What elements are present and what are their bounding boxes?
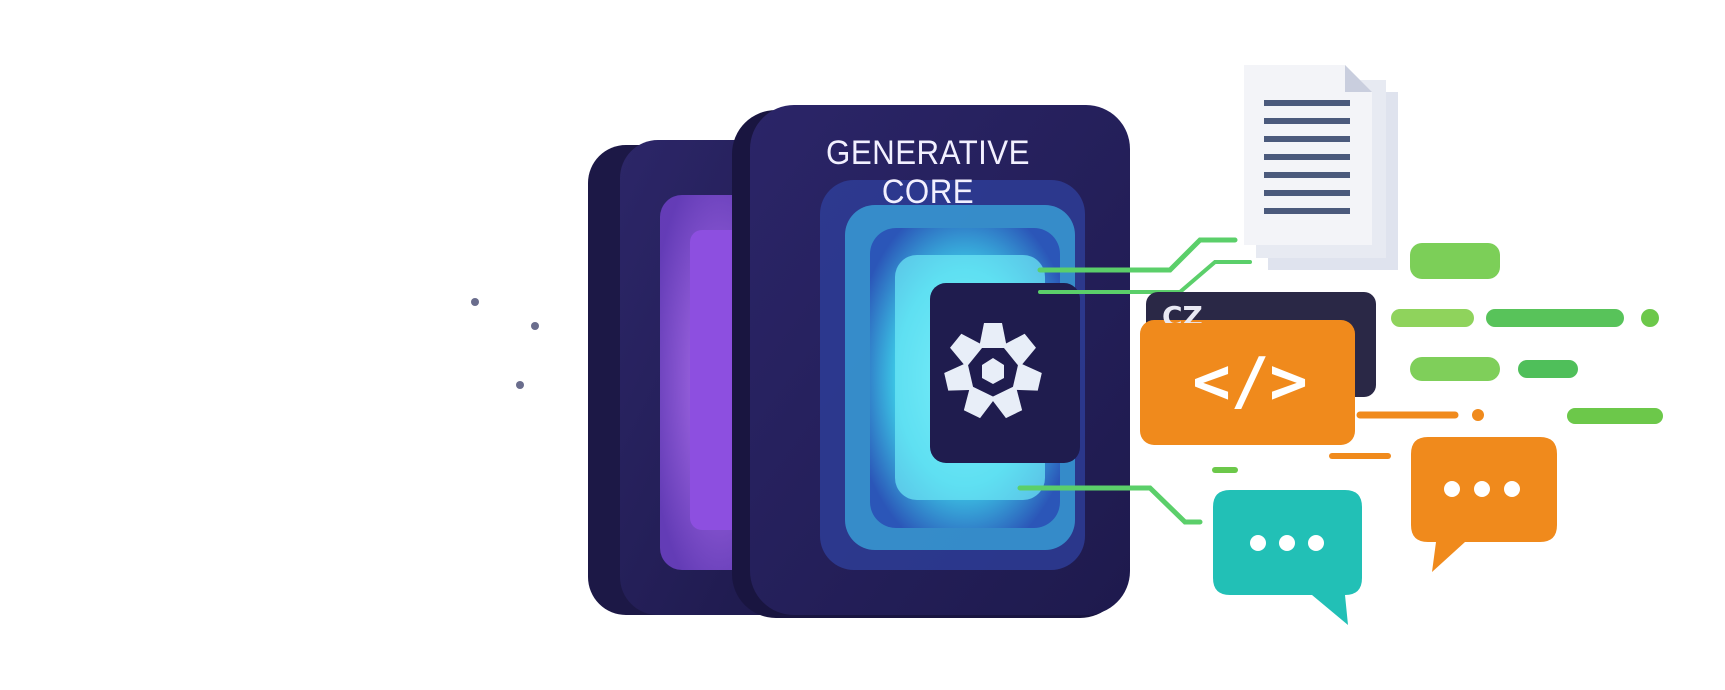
code-panel-label: CZ — [1162, 300, 1203, 323]
code-block-icon — [1140, 320, 1355, 445]
token-bars — [1329, 243, 1663, 459]
document-icon — [1244, 65, 1398, 270]
chat-bubble-orange-icon — [1411, 437, 1557, 572]
core-title: GENERATIVE CORE — [826, 134, 1030, 211]
chat-bubble-teal-icon — [1213, 490, 1362, 625]
hexagon-flower-icon — [944, 323, 1042, 419]
code-symbol: </> — [1192, 345, 1308, 419]
output-traces — [1017, 237, 1253, 525]
input-streams — [471, 255, 723, 511]
